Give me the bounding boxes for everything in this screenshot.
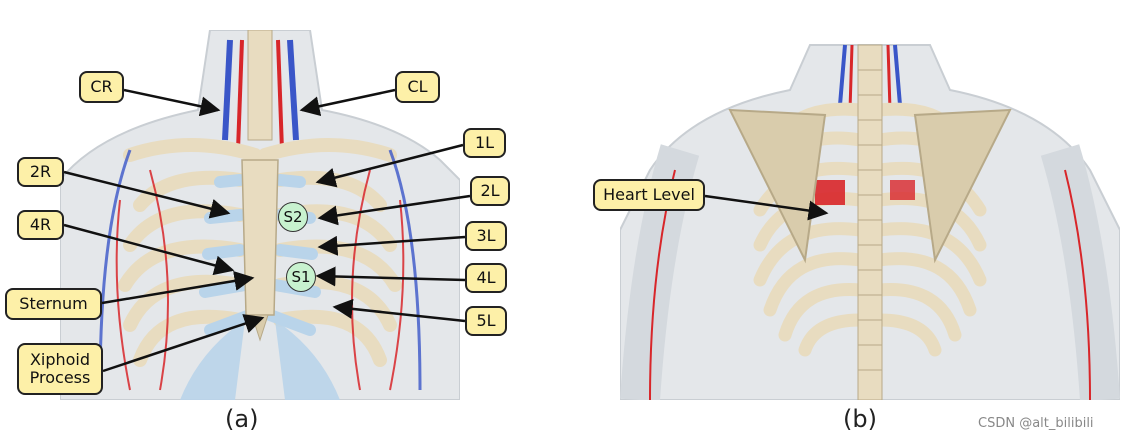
label-3l: 3L	[465, 221, 507, 251]
label-cr: CR	[79, 71, 124, 103]
label-1l: 1L	[463, 128, 506, 158]
watermark-text: CSDN @alt_bilibili	[978, 416, 1094, 431]
posterior-back-illustration	[620, 30, 1120, 400]
label-4l: 4L	[465, 263, 507, 293]
label-sternum: Sternum	[5, 288, 102, 320]
label-4r: 4R	[17, 210, 64, 240]
caption-a: (a)	[225, 405, 259, 433]
caption-b: (b)	[843, 405, 877, 433]
label-5l: 5L	[465, 306, 507, 336]
label-2l: 2L	[470, 176, 510, 206]
label-cl: CL	[395, 71, 440, 103]
label-2r: 2R	[17, 157, 64, 187]
marker-s1: S1	[286, 262, 316, 292]
label-xiphoid-process: Xiphoid Process	[17, 343, 103, 395]
label-heart-level: Heart Level	[593, 179, 705, 211]
marker-s2: S2	[278, 202, 308, 232]
